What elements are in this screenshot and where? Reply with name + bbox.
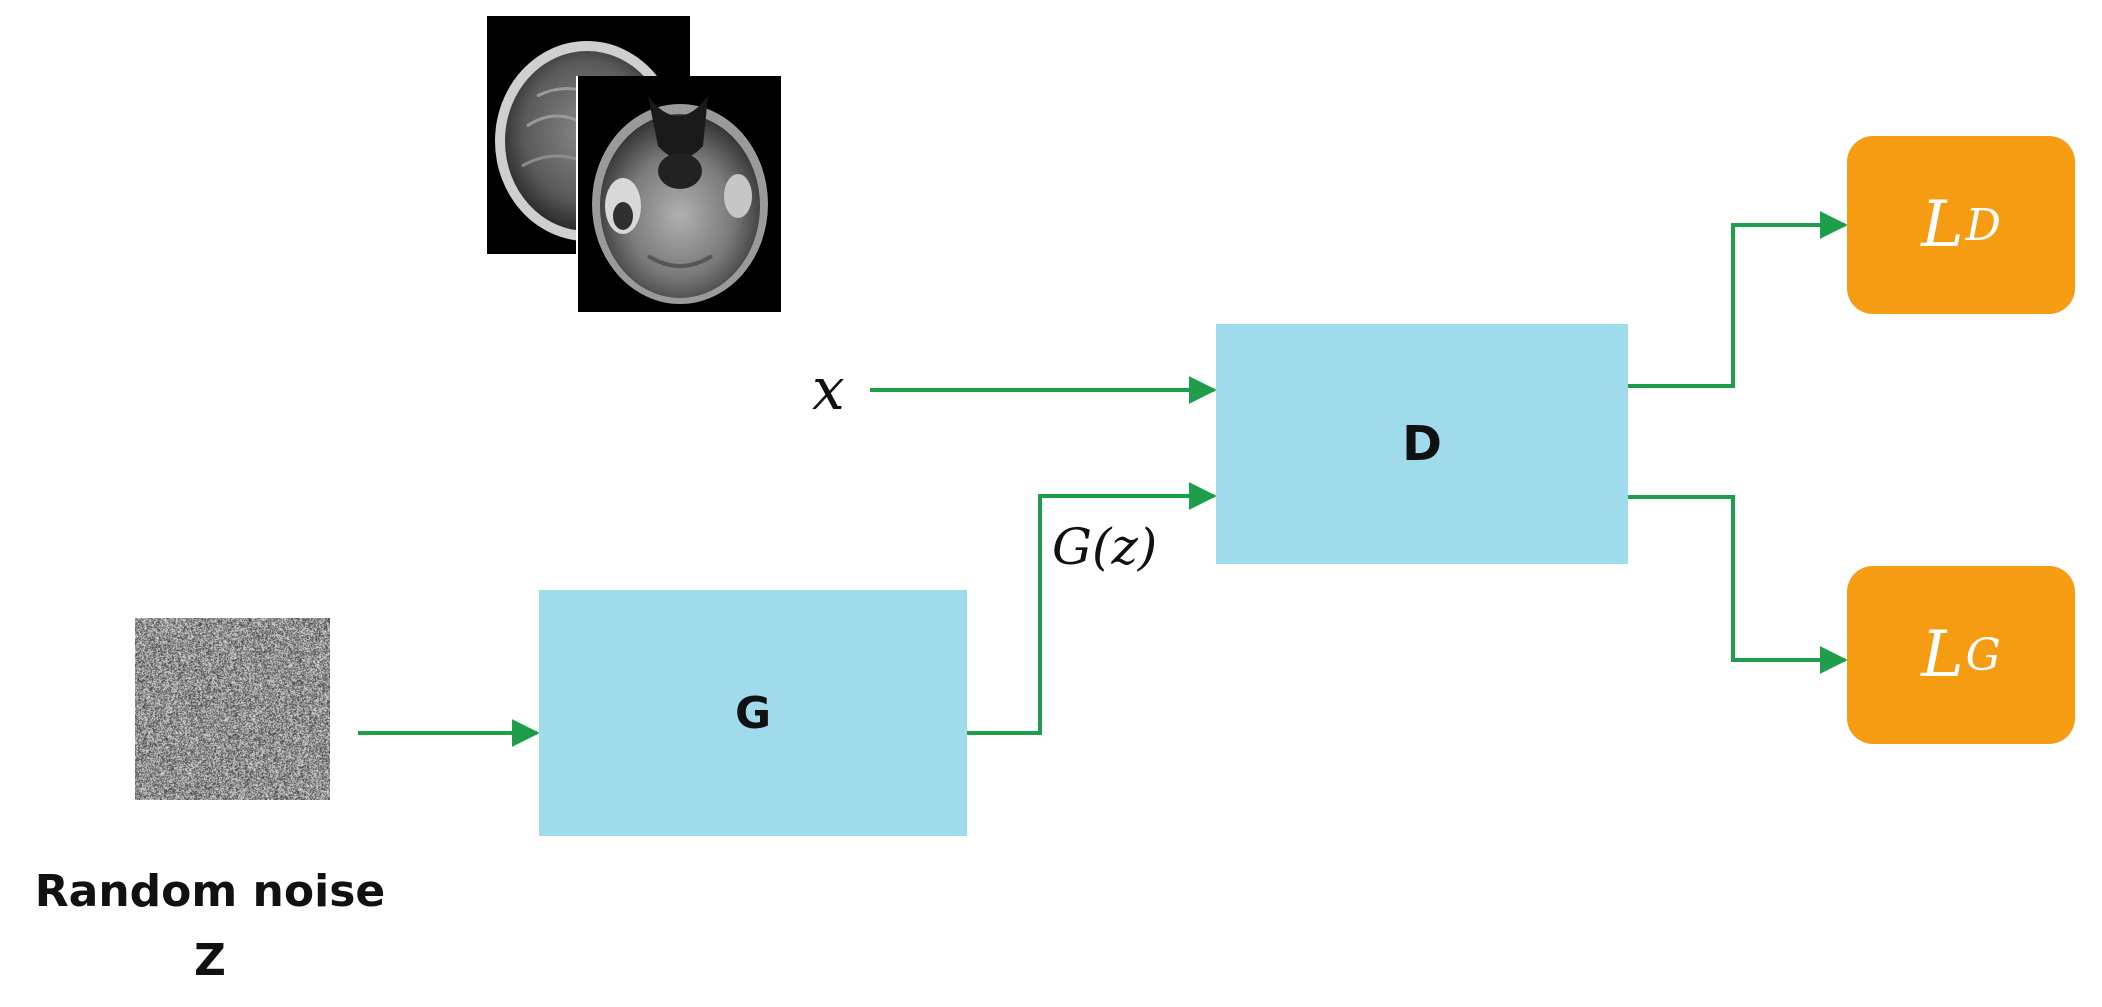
discriminator-label: D <box>1402 416 1442 472</box>
discriminator-block: D <box>1216 324 1628 564</box>
loss-g-base: L <box>1921 618 1964 692</box>
real-input-label: x <box>812 355 845 423</box>
loss-d-sub: D <box>1965 199 2001 251</box>
noise-caption: Random noise <box>34 866 386 917</box>
arrow-g-to-d <box>967 482 1217 735</box>
noise-variable-label: Z <box>194 935 226 986</box>
random-noise-image <box>135 618 330 800</box>
loss-g-sub: G <box>1965 629 2001 681</box>
generated-output-label: G(z) <box>1052 518 1158 576</box>
arrow-d-to-ld <box>1628 211 1848 388</box>
arrow-d-to-lg <box>1628 495 1848 674</box>
mri-image-axial <box>578 76 781 312</box>
generator-label: G <box>734 687 772 739</box>
generator-block: G <box>539 590 967 836</box>
loss-d-base: L <box>1921 188 1964 262</box>
